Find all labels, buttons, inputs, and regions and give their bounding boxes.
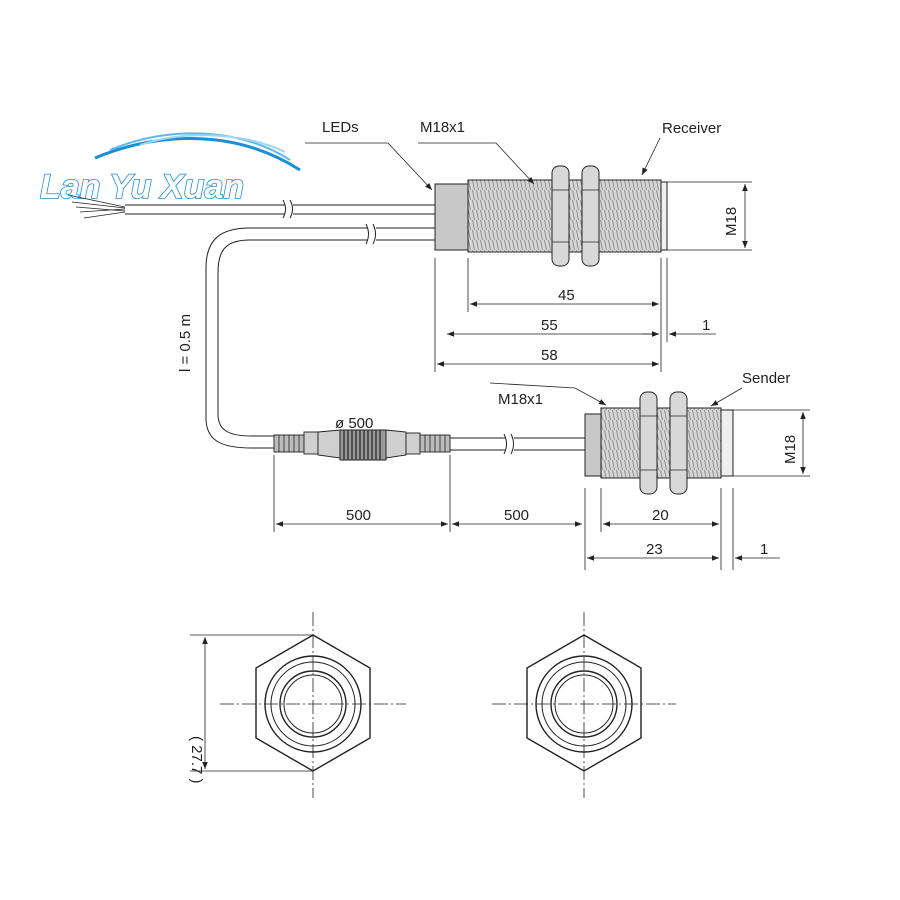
connector-diameter-label: ø 500 (335, 415, 373, 432)
dim-cable-right: 500 (504, 507, 529, 524)
sender-diameter-label: M18 (782, 435, 799, 464)
cable-loop (205, 223, 435, 449)
sender-nut-1 (639, 391, 658, 495)
receiver-nut-2 (581, 165, 600, 267)
front-view-receiver: ( 27.7 ) (188, 612, 406, 798)
leds-label: LEDs (322, 119, 359, 136)
logo-swoosh-2 (109, 132, 291, 161)
sender-nut-2 (669, 391, 688, 495)
logo-swoosh-1 (94, 137, 301, 172)
dim-receiver-body: 55 (541, 317, 558, 334)
sender-sensor: M18x1 Sender M18 20 23 1 (489, 370, 810, 570)
front-view-sender (492, 612, 676, 798)
receiver-diameter-label: M18 (723, 207, 740, 236)
logo-text: Lan Yu Xuan (40, 168, 244, 206)
connector-knurled-nut (339, 429, 387, 461)
dim-receiver-overall: 58 (541, 347, 558, 364)
dim-sender-cap: 1 (760, 541, 768, 558)
dim-nut-across-corners: ( 27.7 ) (188, 736, 205, 784)
logo-swoosh-3 (139, 134, 286, 153)
thread-bottom-label: M18x1 (498, 391, 543, 408)
sender-front-lens (720, 409, 734, 477)
cable-length-label: l = 0.5 m (177, 314, 194, 372)
dim-receiver-thread: 45 (558, 287, 575, 304)
dim-sender-thread: 20 (652, 507, 669, 524)
dim-cable-left: 500 (346, 507, 371, 524)
brand-logo: Lan Yu Xuan (39, 132, 301, 207)
thread-top-label: M18x1 (420, 119, 465, 136)
sender-label: Sender (742, 370, 790, 387)
cable-connector: ø 500 500 500 (273, 415, 585, 532)
receiver-rear-cap (434, 183, 469, 251)
receiver-sensor: LEDs M18x1 Receiver M18 45 55 58 1 (67, 119, 752, 449)
sender-rear-cap (584, 413, 602, 477)
dim-receiver-cap: 1 (702, 317, 710, 334)
sender-threaded-body (600, 407, 722, 479)
receiver-front-lens (660, 181, 668, 251)
dim-sender-overall: 23 (646, 541, 663, 558)
receiver-label: Receiver (662, 120, 721, 137)
receiver-cable (67, 194, 435, 219)
receiver-nut-1 (551, 165, 570, 267)
